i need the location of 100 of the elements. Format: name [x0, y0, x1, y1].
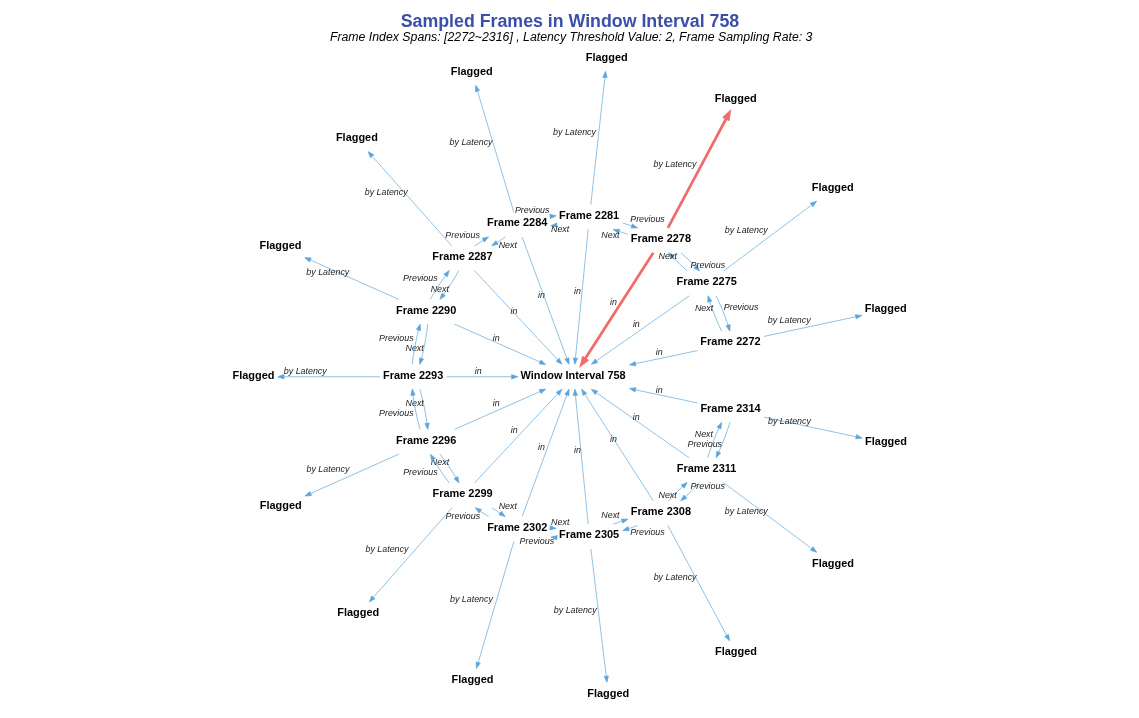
- node-text: Flagged: [336, 606, 379, 619]
- arrow: [521, 388, 569, 517]
- node-text: Flagged: [451, 672, 494, 685]
- node-text: Flagged: [259, 238, 301, 251]
- node-text: Window Interval 758: [520, 368, 626, 381]
- edge-label: in: [573, 285, 581, 296]
- node-text: Flagged: [259, 498, 302, 511]
- arrow: [722, 200, 817, 272]
- arrow: [706, 295, 722, 332]
- arrow: [439, 270, 459, 300]
- edge-label: in: [474, 365, 482, 376]
- arrow: [453, 388, 546, 430]
- edge-label: in: [537, 441, 545, 452]
- arrow: [439, 453, 459, 484]
- edge-label: Previous: [690, 260, 725, 271]
- arrow: [666, 109, 731, 229]
- arrow: [590, 388, 689, 459]
- node-text: Frame 2296: [395, 433, 456, 446]
- edge-label: in: [510, 424, 518, 435]
- arrow: [578, 251, 654, 368]
- arrow: [418, 323, 428, 365]
- node-text: Flagged: [714, 92, 757, 105]
- edge-label: by Latency: [553, 604, 597, 615]
- edge-label: by Latency: [364, 187, 408, 198]
- edge-label: Previous: [445, 510, 480, 521]
- arrow: [590, 295, 690, 365]
- node-text: Frame 2293: [382, 368, 443, 381]
- edge-label: by Latency: [449, 137, 493, 148]
- edge-label: by Latency: [552, 126, 596, 137]
- arrow: [628, 350, 698, 367]
- edge-label: by Latency: [283, 365, 327, 376]
- edge-label: in: [632, 318, 640, 329]
- arrow: [429, 453, 450, 484]
- arrow: [491, 507, 506, 517]
- arrow: [763, 314, 862, 337]
- arrow: [572, 388, 588, 525]
- edge-label: Previous: [629, 214, 665, 225]
- edge-label: Previous: [689, 480, 725, 491]
- edge-label: Previous: [378, 407, 414, 418]
- node-text: Frame 2290: [395, 303, 456, 316]
- node-text: Flagged: [714, 645, 757, 658]
- edge-label: in: [510, 306, 518, 317]
- arrow: [572, 229, 588, 365]
- arrow: [667, 482, 688, 502]
- node-text: Frame 2278: [630, 232, 691, 245]
- arrow: [722, 482, 817, 553]
- arrow: [763, 416, 862, 440]
- node-text: Frame 2281: [558, 208, 619, 221]
- node-text: Flagged: [811, 180, 854, 193]
- arrow: [621, 525, 638, 532]
- arrow: [474, 236, 489, 247]
- edge-label: in: [632, 412, 640, 423]
- edge-label: by Latency: [767, 416, 811, 427]
- edge-label: Next: [430, 457, 449, 468]
- arrow: [521, 236, 569, 365]
- arrow: [368, 507, 452, 603]
- node-text: Frame 2311: [676, 462, 736, 475]
- edge-label: by Latency: [653, 159, 696, 170]
- node-text: Frame 2302: [486, 520, 547, 533]
- node-text: Flagged: [864, 302, 907, 315]
- arrow: [612, 229, 628, 235]
- edge-label: in: [609, 433, 617, 444]
- arrow: [589, 70, 607, 205]
- arrow: [473, 388, 562, 484]
- arrow: [475, 541, 514, 669]
- edge-label: Previous: [378, 333, 414, 343]
- edge-label: Next: [405, 398, 424, 409]
- edge-label: in: [655, 384, 663, 395]
- arrow: [590, 548, 609, 683]
- arrow: [667, 525, 730, 642]
- edge-label: by Latency: [724, 506, 768, 517]
- edge-label: Next: [430, 283, 449, 294]
- edge-label: Next: [658, 489, 677, 500]
- node-text: Flagged: [864, 435, 907, 448]
- node-text: Flagged: [586, 686, 629, 699]
- arrow: [715, 422, 730, 459]
- edge-label: by Latency: [449, 593, 493, 604]
- edge-label: Previous: [402, 467, 438, 478]
- edge-label: in: [609, 297, 617, 308]
- arrow: [474, 507, 489, 517]
- edge-label: Next: [550, 516, 569, 527]
- edge-label: Next: [694, 428, 713, 439]
- arrow: [621, 222, 638, 229]
- edge-label: Next: [405, 342, 424, 353]
- arrow: [303, 257, 399, 300]
- edge-label: Previous: [444, 230, 480, 241]
- edge-label: Next: [600, 230, 620, 241]
- edge-label: by Latency: [653, 572, 697, 583]
- edge-label: Next: [550, 223, 569, 234]
- edge-label: Previous: [629, 526, 665, 537]
- edge-label: by Latency: [364, 543, 408, 554]
- edge-label: Previous: [519, 536, 554, 547]
- edge-label: Next: [694, 302, 713, 313]
- edge-label: in: [537, 289, 545, 300]
- edge-label: by Latency: [724, 225, 768, 236]
- edge-label: Previous: [687, 438, 722, 449]
- node-text: Flagged: [450, 64, 493, 77]
- arrow: [628, 387, 698, 404]
- arrow: [580, 388, 654, 502]
- node-text: Frame 2305: [558, 528, 619, 541]
